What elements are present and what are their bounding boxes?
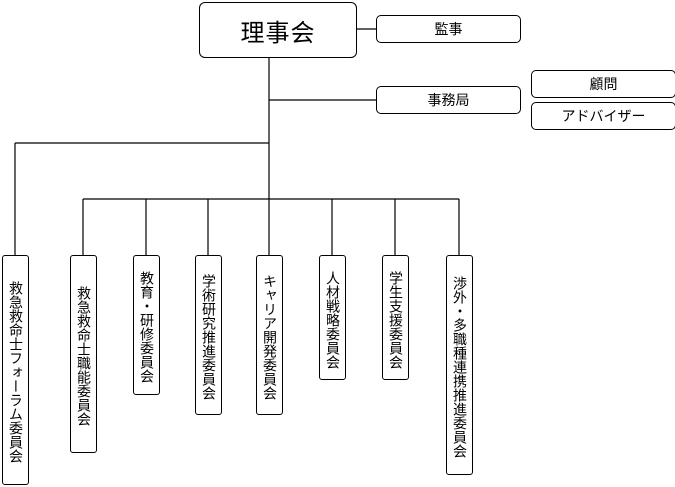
secretariat-box: 事務局: [376, 86, 521, 114]
committee-box-paramedic-professional: 救急救命士職能委員会: [70, 255, 97, 453]
auditor-box: 監事: [376, 15, 521, 43]
auditor-label: 監事: [434, 22, 463, 38]
advisor-label: アドバイザー: [561, 109, 646, 125]
advisor-box: アドバイザー: [531, 102, 675, 130]
committee-box-paramedic-forum: 救急救命士フォーラム委員会: [2, 255, 29, 485]
committee-label: 渉外・多職種連携推進委員会: [451, 276, 467, 458]
committee-box-education-training: 教育・研修委員会: [133, 255, 160, 395]
committee-box-external-relations: 渉外・多職種連携推進委員会: [446, 255, 473, 475]
committee-label: 救急救命士フォーラム委員会: [7, 281, 23, 463]
consultant-box: 顧問: [531, 70, 675, 98]
committee-label: 学術研究推進委員会: [200, 274, 216, 400]
committee-label: 人材戦略委員会: [324, 270, 340, 369]
committee-label: 救急救命士職能委員会: [75, 286, 91, 426]
board-of-directors-label: 理事会: [240, 18, 316, 47]
committee-box-academic-research: 学術研究推進委員会: [195, 255, 222, 415]
committee-box-human-resources: 人材戦略委員会: [319, 255, 346, 380]
board-of-directors-box: 理事会: [199, 2, 357, 58]
committee-label: キャリア開発委員会: [261, 274, 277, 400]
consultant-label: 顧問: [589, 77, 618, 93]
committee-label: 教育・研修委員会: [138, 271, 154, 383]
committee-box-career-development: キャリア開発委員会: [256, 255, 283, 415]
secretariat-label: 事務局: [427, 93, 470, 109]
committee-label: 学生支援委員会: [387, 270, 403, 369]
committee-box-student-support: 学生支援委員会: [382, 255, 409, 380]
